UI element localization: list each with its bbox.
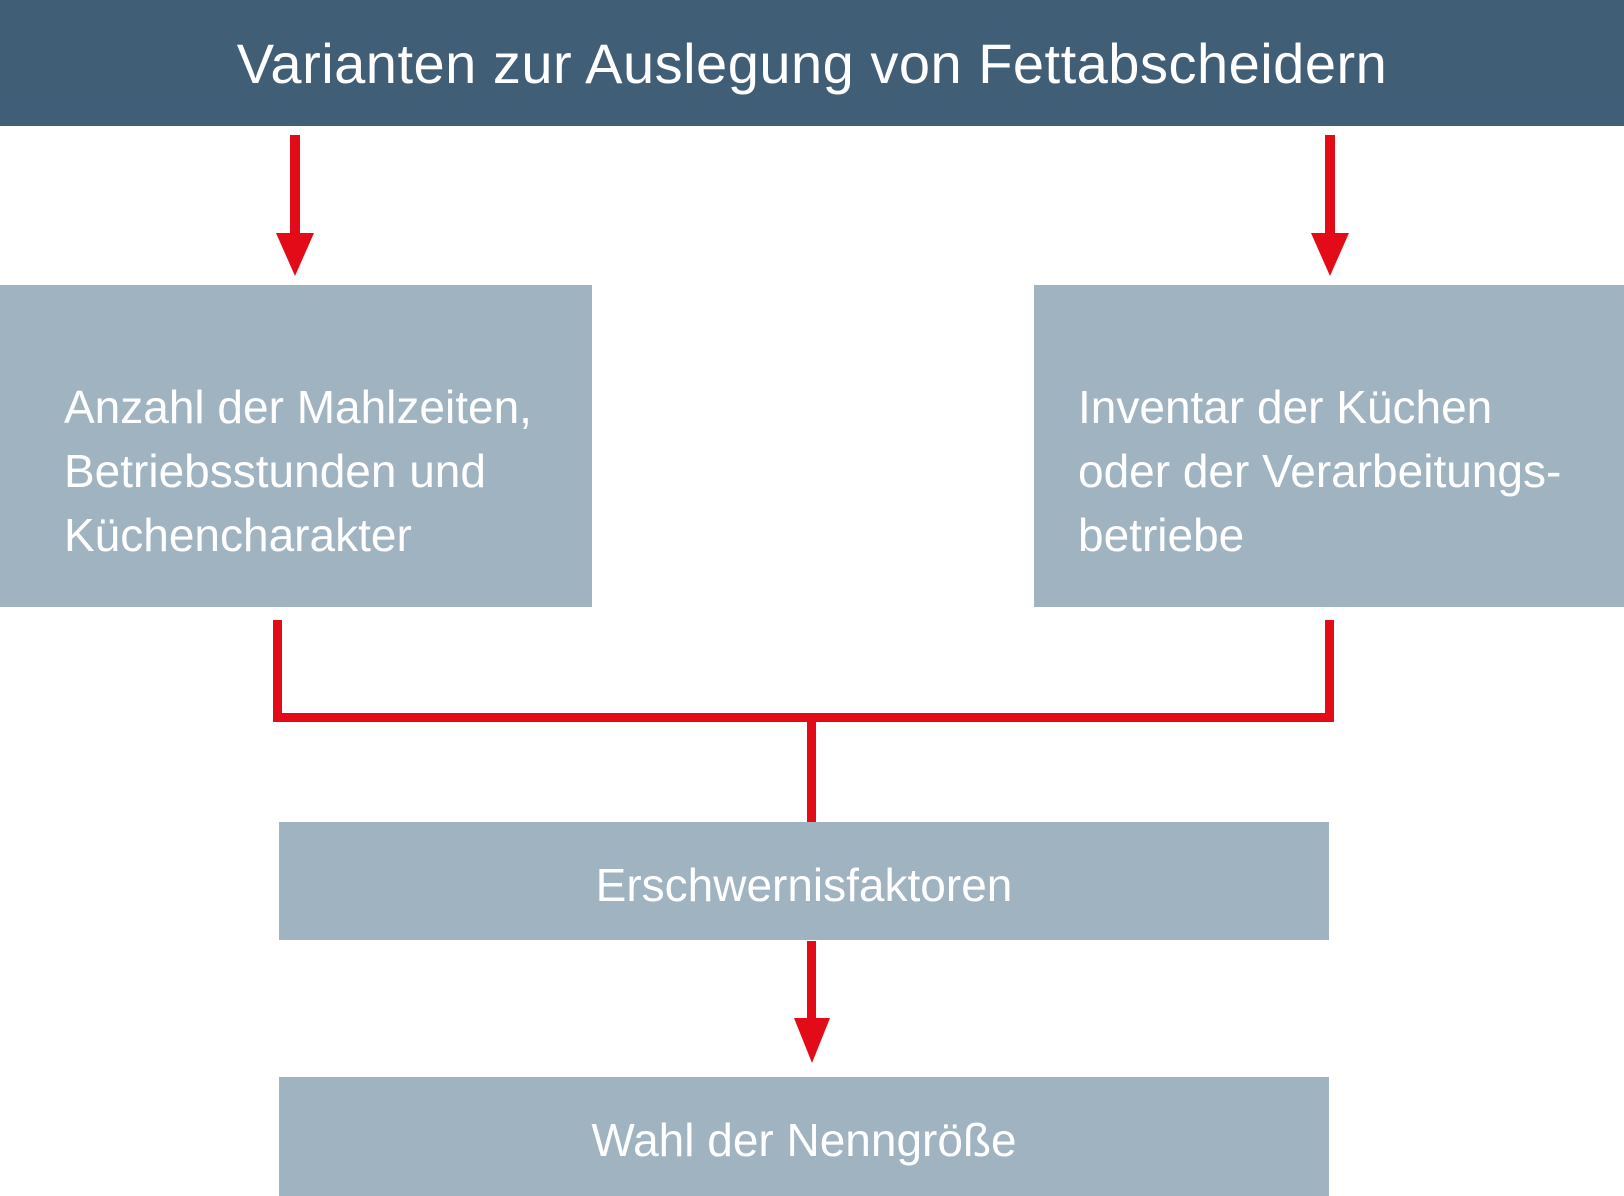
box-text-line: oder der Verarbeitungs- [1078,445,1562,497]
page-title: Varianten zur Auslegung von Fettabscheid… [236,31,1388,95]
arrow-down-right-icon [1325,135,1335,235]
arrow-down-left-icon [290,135,300,235]
connector-line-left-vertical [273,620,282,722]
box-nominal-size-choice: Wahl der Nenngröße [279,1077,1329,1196]
connector-line-right-vertical [1325,620,1334,722]
arrow-down-center-head-icon [794,1018,830,1063]
box-text-line: Küchencharakter [64,509,412,561]
box-text-line: Betriebsstunden und [64,445,486,497]
box-text-line: Inventar der Küchen [1078,381,1493,433]
box-text-line: Anzahl der Mahlzeiten, [64,381,532,433]
connector-line-center-vertical [807,722,816,822]
box-text-line: betriebe [1078,509,1245,561]
box-label: Erschwernisfaktoren [595,859,1013,911]
arrow-down-right-head-icon [1311,233,1349,276]
box-aggravating-factors: Erschwernisfaktoren [279,822,1329,940]
box-label: Wahl der Nenngröße [591,1113,1017,1166]
box-kitchen-inventory: Inventar der Küchen oder der Verarbeitun… [1034,285,1624,607]
arrow-down-center-icon [807,941,816,1021]
connector-line-horizontal [273,713,1334,722]
title-bar: Varianten zur Auslegung von Fettabscheid… [0,0,1624,126]
box-meals-operating-hours: Anzahl der Mahlzeiten, Betriebsstunden u… [0,285,592,607]
arrow-down-left-head-icon [276,233,314,276]
